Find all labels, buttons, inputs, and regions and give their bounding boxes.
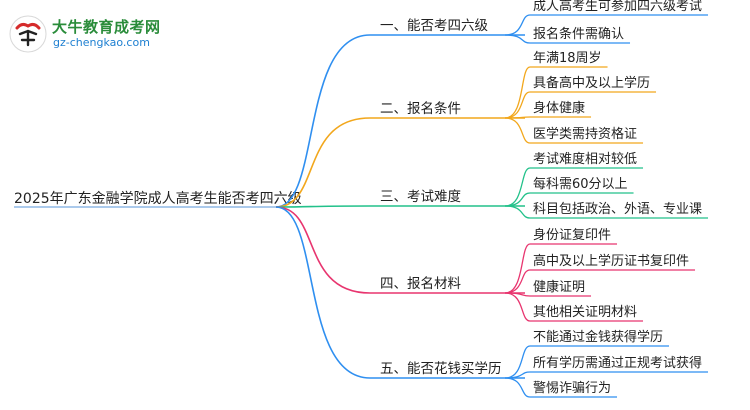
branch-4-leaf-2: 高中及以上学历证书复印件 [533, 253, 689, 269]
branch-2-leaf-2-link [504, 91, 531, 119]
branch-5-leaf-3: 警惕诈骗行为 [533, 380, 611, 396]
branch-4-leaf-1: 身份证复印件 [533, 227, 611, 243]
branch-2-link [275, 117, 371, 208]
branch-2-leaf-3: 身体健康 [533, 100, 585, 116]
branch-4-leaf-4-link [504, 292, 531, 322]
branch-1-link [275, 34, 371, 208]
root-node: 2025年广东金融学院成人高考生能否考四六级 [14, 190, 302, 207]
branch-4-leaf-1-link [504, 243, 531, 294]
branch-2-leaf-1: 年满18周岁 [533, 51, 602, 66]
branch-4-label: 四、报名材料 [380, 276, 461, 292]
branch-2-leaf-1-link [504, 66, 531, 119]
branch-1-leaf-2: 报名条件需确认 [533, 26, 624, 42]
branch-3-link [275, 205, 371, 208]
branch-3-label: 三、考试难度 [380, 189, 461, 205]
branch-1-leaf-2-link [504, 34, 531, 44]
branch-3-leaf-1: 考试难度相对较低 [533, 151, 637, 167]
branch-5-leaf-2: 所有学历需通过正规考试获得 [533, 355, 702, 371]
logo-title: 大牛教育成考网 [52, 18, 161, 36]
branch-2-leaf-4: 医学类需持资格证 [533, 126, 637, 142]
branch-3-leaf-3-link [504, 205, 531, 219]
branch-4-leaf-3: 健康证明 [533, 279, 585, 295]
branch-5-label: 五、能否花钱买学历 [380, 361, 502, 377]
bull-logo-icon [9, 15, 47, 53]
branch-1-label: 一、能否考四六级 [380, 18, 488, 34]
branch-1-leaf-1: 成人高考生可参加四六级考试 [533, 0, 702, 14]
branch-5-leaf-1-link [504, 345, 531, 379]
branch-4-leaf-4: 其他相关证明材料 [533, 305, 637, 320]
branch-3-leaf-3: 科目包括政治、外语、专业课 [533, 202, 702, 217]
branch-2-leaf-2: 具备高中及以上学历 [533, 75, 650, 91]
site-logo: 大牛教育成考网 gz-chengkao.com [8, 14, 161, 54]
branch-3-leaf-2-link [504, 192, 531, 207]
branch-4-leaf-2-link [504, 269, 531, 294]
logo-url: gz-chengkao.com [53, 36, 150, 49]
branch-1-leaf-1-link [504, 14, 531, 36]
branch-2-leaf-4-link [504, 117, 531, 144]
branch-5-leaf-3-link [504, 377, 531, 398]
branch-4-link [275, 206, 371, 294]
branch-5-leaf-1: 不能通过金钱获得学历 [533, 329, 663, 345]
branch-5-link [275, 206, 371, 379]
branch-3-leaf-1-link [504, 167, 531, 207]
branch-2-label: 二、报名条件 [380, 100, 461, 117]
branch-3-leaf-2: 每科需60分以上 [533, 176, 628, 192]
